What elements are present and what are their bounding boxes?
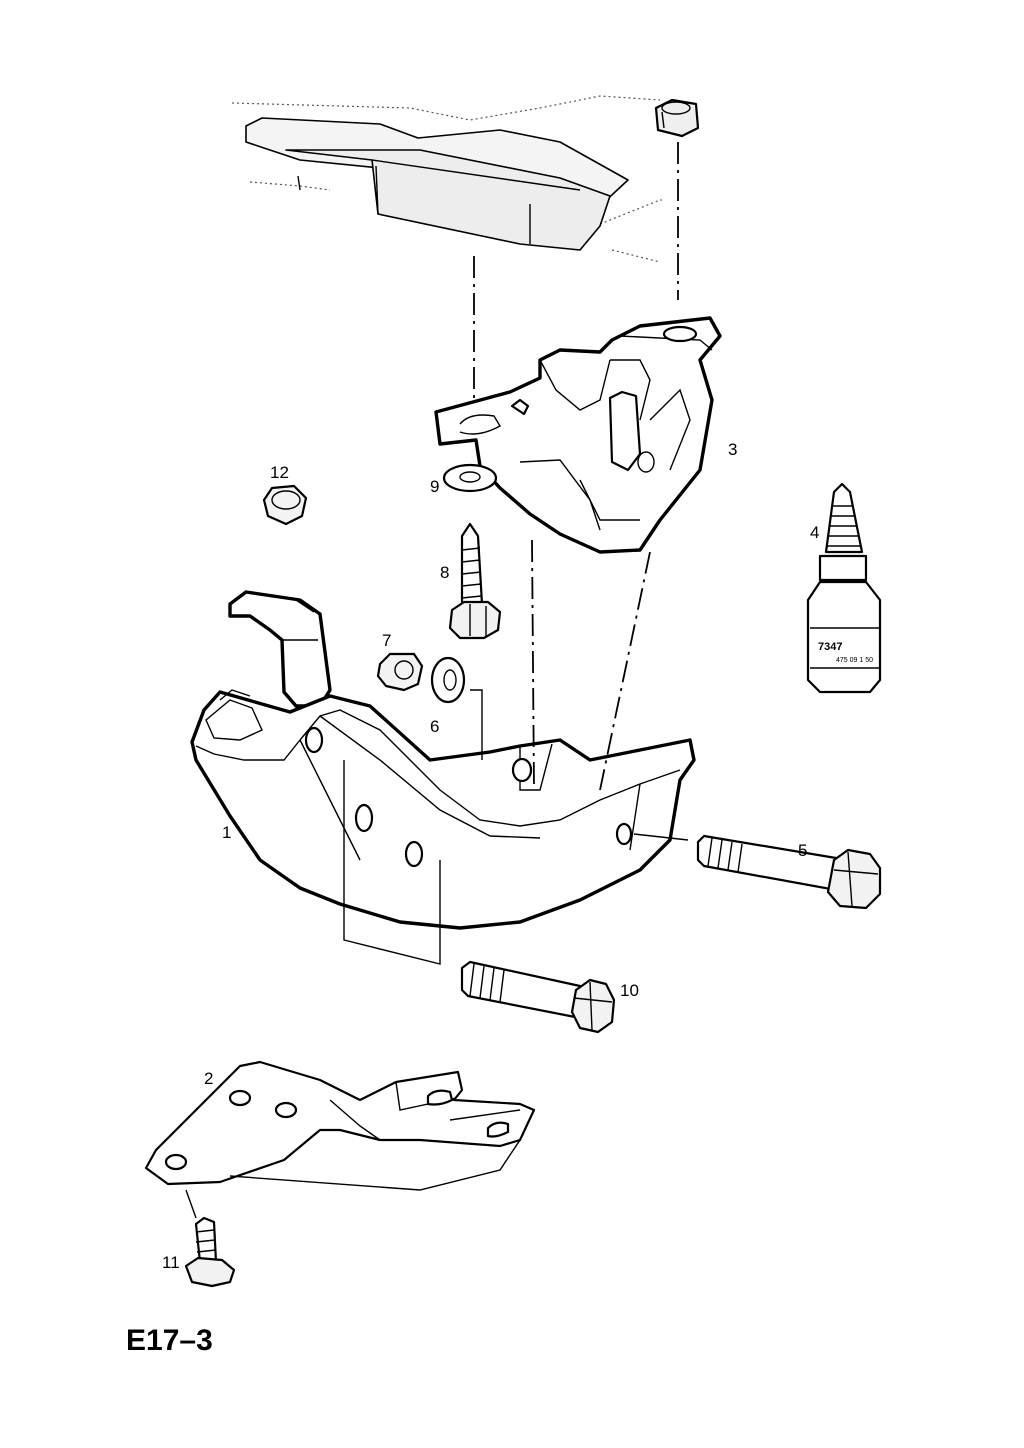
engine-mount-upper	[434, 316, 722, 554]
callout-2: 2	[204, 1069, 213, 1088]
callout-9: 9	[430, 477, 439, 496]
bolt-5	[696, 834, 882, 910]
lead-line-screw-11	[185, 1189, 197, 1219]
callout-7: 7	[382, 631, 391, 650]
callout-11: 11	[162, 1253, 180, 1272]
stud-8	[448, 522, 502, 640]
callout-5: 5	[798, 841, 807, 860]
callout-6: 6	[430, 717, 439, 736]
lead-line-washer	[470, 689, 483, 760]
callout-3: 3	[728, 440, 737, 459]
engine-mount-bracket	[190, 590, 696, 930]
lower-plate-bracket	[144, 1060, 536, 1191]
callout-4: 4	[810, 523, 819, 542]
adhesive-bottle: 7347 475 09 1 50	[806, 482, 882, 694]
washer-6	[430, 656, 466, 704]
lead-line-bolt-5	[633, 833, 689, 841]
callout-1: 1	[222, 823, 231, 842]
callout-12: 12	[270, 463, 289, 482]
screw-11	[184, 1216, 236, 1288]
bolt-10	[460, 960, 616, 1034]
centre-line-mount	[599, 551, 651, 791]
top-nut	[654, 98, 700, 138]
lead-line-bolt-10	[343, 760, 441, 965]
nut-12	[262, 484, 308, 526]
bottle-label: 7347	[818, 641, 842, 653]
nut-7	[376, 652, 424, 692]
body-side-member	[231, 95, 662, 263]
callout-8: 8	[440, 563, 449, 582]
centre-line-stud	[531, 539, 535, 791]
bottle-small-text: 475 09 1 50	[836, 657, 873, 664]
washer-9	[442, 463, 498, 493]
figure-code: E17–3	[126, 1324, 213, 1357]
callout-10: 10	[620, 981, 639, 1000]
